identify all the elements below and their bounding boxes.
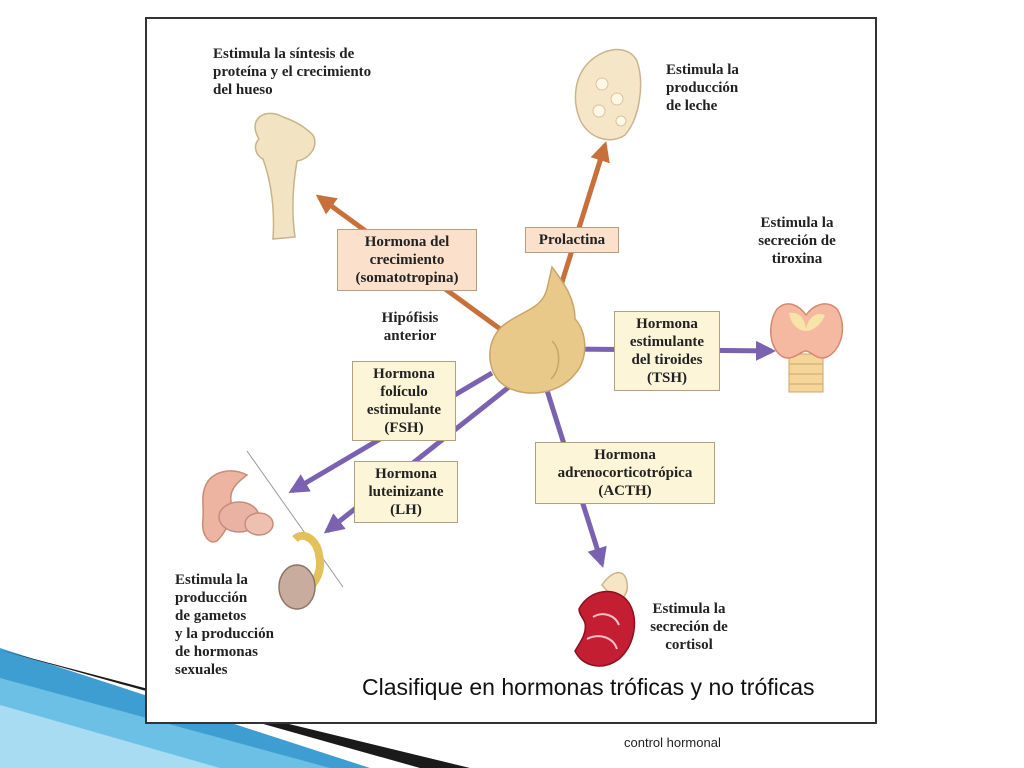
effect-gonads-caption: Estimula la producción de gametos y la p… — [175, 572, 274, 678]
adrenal-kidney-illustration — [574, 572, 636, 667]
pituitary-gland-illustration — [489, 265, 586, 394]
corner-band-pale — [0, 705, 220, 768]
effect-milk-caption: Estimula la producción de leche — [666, 62, 739, 114]
femur-bone-illustration — [254, 112, 316, 240]
pituitary-gland-label: Hipófisis anterior — [381, 310, 439, 344]
breast-illustration — [574, 48, 642, 141]
effect-adrenal-caption: Estimula la secreción de cortisol — [650, 601, 728, 653]
hormone-box-acth: Hormona adrenocorticotrópica (ACTH) — [535, 442, 715, 504]
thyroid-illustration — [770, 303, 844, 393]
hormone-box-fsh: Hormona folículo estimulante (FSH) — [352, 361, 456, 441]
hormone-box-growth: Hormona del crecimiento (somatotropina) — [337, 229, 477, 291]
gonads-illustration — [201, 450, 344, 610]
hormone-box-prolactin: Prolactina — [525, 227, 619, 253]
hormone-box-lh: Hormona luteinizante (LH) — [354, 461, 458, 523]
slide-footer: control hormonal — [624, 735, 721, 750]
diagram-artwork — [201, 48, 844, 667]
effect-bone-caption: Estimula la síntesis de proteína y el cr… — [213, 46, 372, 98]
hormone-box-tsh: Hormona estimulante del tiroides (TSH) — [614, 311, 720, 391]
diagram-frame: Estimula la síntesis de proteína y el cr… — [145, 17, 877, 724]
effect-thyroid-caption: Estimula la secreción de tiroxina — [758, 215, 836, 267]
classification-question: Clasifique en hormonas tróficas y no tró… — [362, 674, 815, 700]
